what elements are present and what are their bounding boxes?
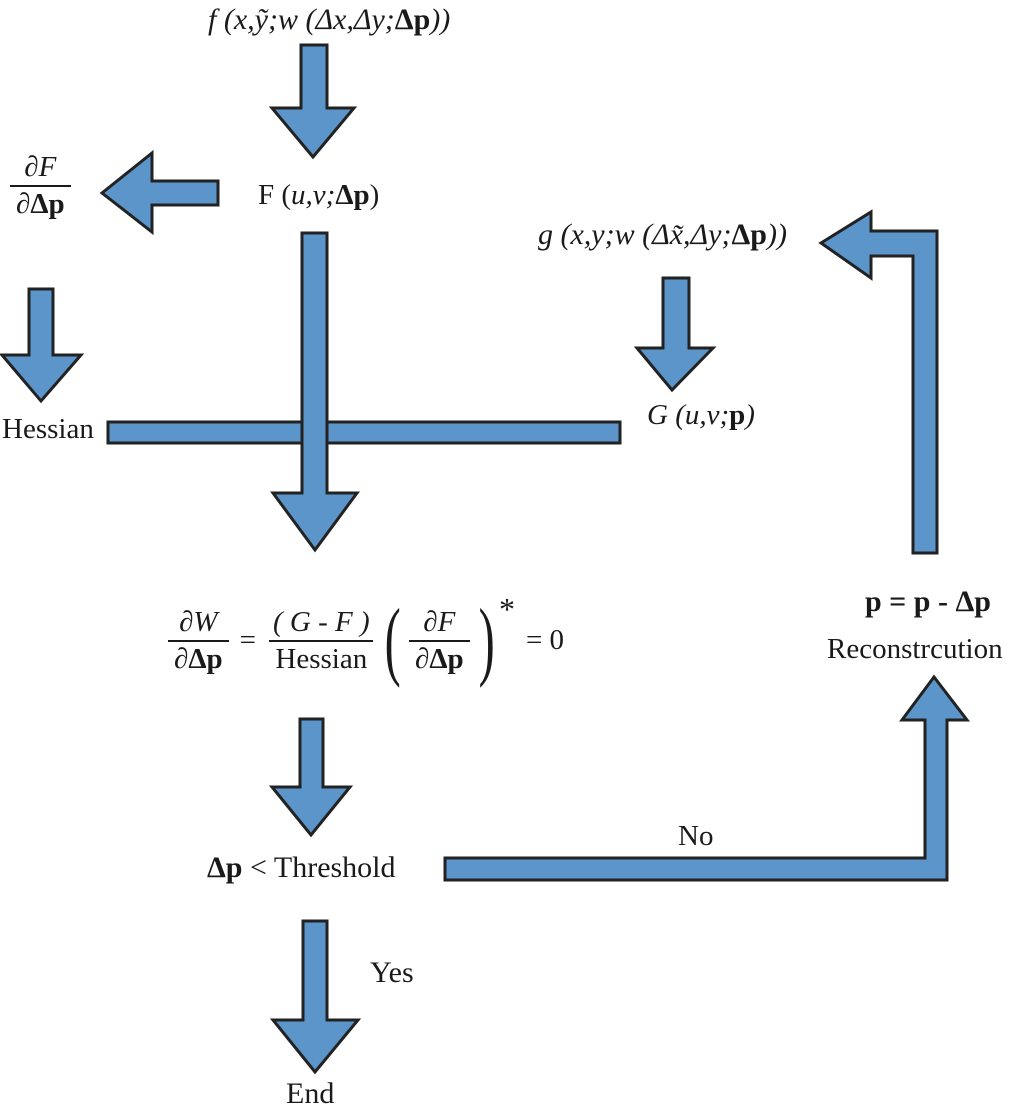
inner-numerator: ∂F bbox=[423, 605, 456, 638]
equals-zero: = 0 bbox=[525, 624, 565, 657]
cross-junction-patch bbox=[303, 423, 326, 442]
G-node-close: ) bbox=[745, 399, 755, 431]
inner-den-dp: Δp bbox=[429, 643, 464, 675]
F-node-vars: u,v; bbox=[291, 179, 336, 211]
G-node-label: G (u,v;p) bbox=[647, 399, 755, 432]
g-input-text: g (x,y;w (Δx̃,Δy; bbox=[538, 218, 732, 251]
lhs-den-dp: Δp bbox=[188, 643, 223, 675]
F-node-dp: Δp bbox=[335, 179, 370, 211]
left-paren: ( bbox=[384, 592, 401, 690]
reconstruction-label: Reconstrcution bbox=[827, 633, 1003, 665]
arrow-gradient-to-hessian bbox=[0, 287, 85, 404]
gradient-numerator: ∂F bbox=[24, 151, 57, 183]
gradient-den-partial: ∂ bbox=[16, 188, 31, 221]
lhs-denominator: ∂Δp bbox=[168, 640, 229, 677]
no-label: No bbox=[678, 820, 714, 852]
arrow-yes-to-end bbox=[269, 919, 362, 1075]
f-input-close: )) bbox=[430, 3, 451, 36]
end-label: End bbox=[286, 1077, 335, 1110]
inner-gradient-fraction: ∂F ∂Δp bbox=[408, 605, 470, 678]
F-node-label: F (u,v;Δp) bbox=[258, 179, 379, 212]
G-node-p: p bbox=[729, 399, 746, 431]
hessian-label: Hessian bbox=[2, 413, 94, 445]
arrow-g-to-G bbox=[633, 276, 717, 393]
g-input-dp: Δp bbox=[731, 218, 767, 251]
gradient-den-dp: Δp bbox=[30, 188, 65, 221]
inner-denominator: ∂Δp bbox=[408, 640, 470, 677]
gradient-fraction: ∂F ∂Δp bbox=[10, 150, 71, 223]
conjugate-star: * bbox=[498, 590, 515, 627]
hessian-to-G-bar bbox=[106, 420, 622, 445]
threshold-text: < Threshold bbox=[242, 851, 396, 884]
G-node-name: G (u,v; bbox=[647, 399, 730, 431]
yes-label: Yes bbox=[370, 956, 414, 989]
arrow-F-to-formula bbox=[270, 231, 360, 553]
gf-numerator: ( G - F ) bbox=[273, 605, 370, 638]
gf-hessian-fraction: ( G - F ) Hessian bbox=[267, 605, 376, 678]
lhs-den-partial: ∂ bbox=[174, 643, 189, 675]
arrow-reconstruction-to-g bbox=[818, 209, 939, 555]
gradient-denominator: ∂Δp bbox=[10, 185, 71, 222]
inner-den-partial: ∂ bbox=[414, 643, 430, 675]
g-input-close: )) bbox=[766, 218, 787, 251]
p-update-label: p = p - Δp bbox=[865, 585, 991, 618]
arrow-formula-to-threshold bbox=[268, 717, 354, 838]
arrow-F-to-gradient bbox=[99, 149, 220, 236]
equals-sign: = bbox=[239, 624, 257, 657]
F-node-close: ) bbox=[369, 179, 380, 211]
f-input-text: f (x,ỹ;w (Δx,Δy; bbox=[208, 3, 395, 36]
arrow-f-to-F bbox=[268, 43, 358, 160]
f-input-dp: Δp bbox=[394, 3, 431, 36]
update-formula: ∂W ∂Δp = ( G - F ) Hessian ( ∂F ∂Δp ) * … bbox=[168, 585, 566, 697]
gf-denominator: Hessian bbox=[269, 640, 374, 677]
f-input-label: f (x,ỹ;w (Δx,Δy;Δp)) bbox=[208, 3, 450, 38]
arrow-no-to-reconstruction bbox=[443, 674, 971, 882]
lhs-numerator: ∂W bbox=[179, 605, 218, 638]
g-input-label: g (x,y;w (Δx̃,Δy;Δp)) bbox=[538, 218, 787, 253]
lhs-fraction: ∂W ∂Δp bbox=[168, 605, 229, 678]
right-paren: ) bbox=[478, 592, 495, 690]
threshold-dp: Δp bbox=[207, 851, 243, 884]
threshold-label: Δp < Threshold bbox=[207, 851, 396, 886]
F-node-name: F ( bbox=[258, 179, 292, 211]
